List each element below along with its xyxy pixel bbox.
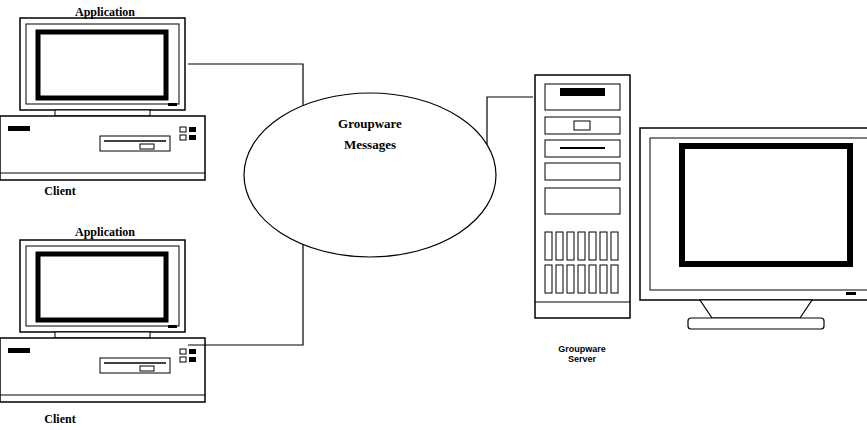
monitor-stand (700, 300, 812, 318)
tower-vent (567, 232, 574, 260)
tower-drive (545, 140, 620, 157)
tower-vent (611, 232, 618, 260)
monitor-screen (682, 146, 850, 264)
monitor-button (846, 292, 856, 295)
groupware-server: Groupware Server (533, 73, 867, 373)
server-monitor-drawing (640, 128, 867, 329)
client-computer-drawing (0, 18, 205, 180)
monitor-inner-frame (650, 138, 867, 290)
network-link (188, 244, 303, 345)
tower-vent (545, 232, 552, 260)
tower-vent (589, 265, 596, 293)
tower-base-line (535, 302, 630, 303)
tower-vent (578, 232, 585, 260)
tower-vent (600, 232, 607, 260)
network-link (188, 64, 303, 106)
client-computer: ApplicationClient (0, 222, 188, 430)
tower-vent (556, 265, 563, 293)
server-tower-drawing (535, 75, 630, 318)
network-cloud: Groupware Messages (243, 92, 497, 258)
client-label: Client (25, 184, 95, 198)
tower-vent (556, 232, 563, 260)
tower-top-panel (545, 84, 620, 110)
server-label: Groupware Server (552, 344, 612, 364)
tower-vent (578, 265, 585, 293)
network-ellipse (244, 93, 496, 257)
tower-drive-button (574, 121, 590, 130)
client-computer: ApplicationClient (0, 0, 188, 200)
tower-vent (611, 265, 618, 293)
tower-case (535, 75, 630, 318)
monitor-bezel (640, 128, 867, 300)
tower-top-slot (560, 88, 605, 96)
tower-vent (567, 265, 574, 293)
network-label: Groupware Messages (318, 113, 422, 155)
application-label: Application (50, 5, 160, 19)
application-label: Application (50, 225, 160, 239)
tower-drive (545, 117, 620, 134)
client-label: Client (25, 412, 95, 426)
monitor-base (688, 318, 824, 329)
tower-vent (600, 265, 607, 293)
tower-drive-slot (560, 147, 605, 149)
tower-panel (545, 188, 620, 214)
client-computer-drawing (0, 240, 205, 402)
tower-vent (545, 265, 552, 293)
tower-drive (545, 163, 620, 180)
tower-vent (589, 232, 596, 260)
network-link (487, 97, 533, 145)
